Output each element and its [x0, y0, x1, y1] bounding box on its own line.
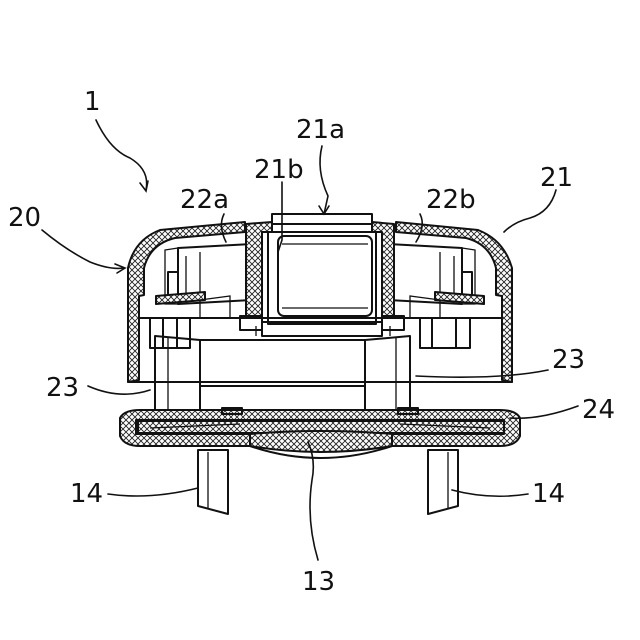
lens-13	[250, 431, 392, 458]
chamber-22a	[156, 244, 252, 304]
ref-label-21: 21	[540, 163, 573, 193]
chamber-22b	[388, 244, 484, 304]
leg-23-right	[365, 336, 410, 412]
ref-label-14-left: 14	[70, 479, 103, 509]
ref-label-21b: 21b	[254, 155, 304, 185]
ref-label-21a: 21a	[296, 115, 345, 145]
ref-label-1: 1	[84, 87, 101, 117]
ref-label-13: 13	[302, 567, 335, 597]
pin-14-right	[428, 450, 458, 514]
ref-label-22a: 22a	[180, 185, 229, 215]
ref-label-14-right: 14	[532, 479, 565, 509]
middle-beam	[200, 340, 365, 386]
ref-label-23-right: 23	[552, 345, 585, 375]
ref-label-22b: 22b	[426, 185, 476, 215]
ref-label-24: 24	[582, 395, 615, 425]
ref-label-20: 20	[8, 203, 41, 233]
pin-14-left	[198, 450, 228, 514]
ref-label-23-left: 23	[46, 373, 79, 403]
